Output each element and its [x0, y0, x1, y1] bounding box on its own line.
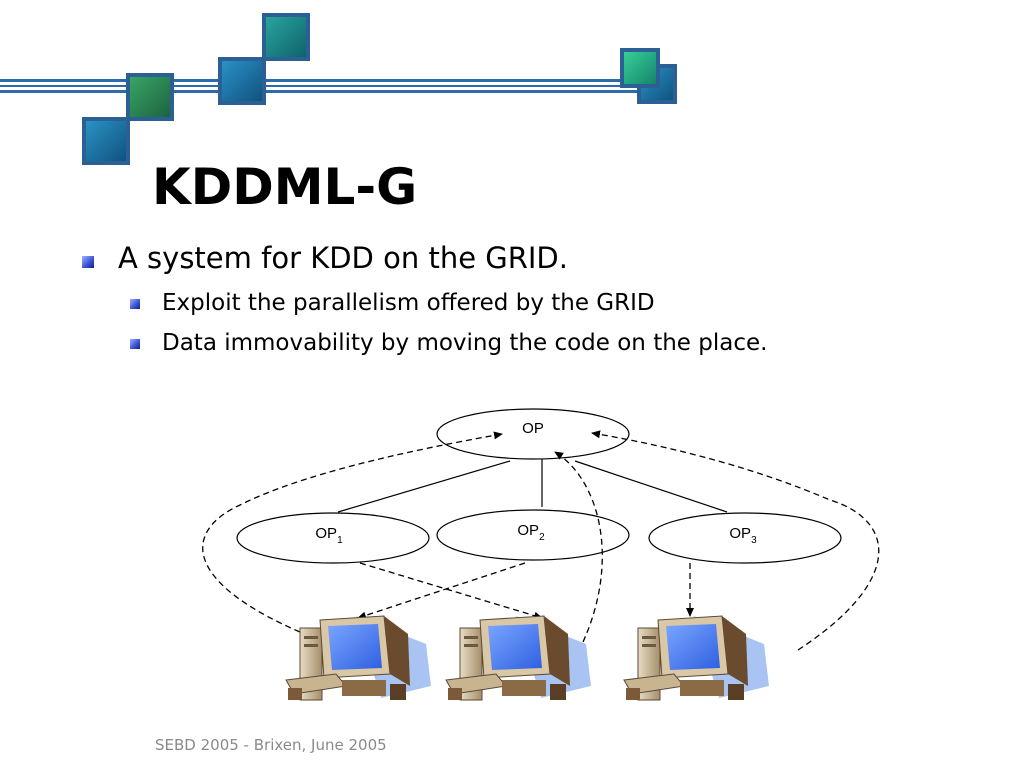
slide-title: KDDML-G	[152, 158, 418, 216]
bullet-level2: Exploit the parallelism offered by the G…	[162, 290, 655, 316]
header-decoration	[0, 13, 677, 165]
svg-text:OP3: OP3	[729, 525, 757, 546]
computer-icon	[285, 615, 432, 701]
bullet-marker-icon	[82, 256, 94, 268]
slide-footer: SEBD 2005 - Brixen, June 2005	[155, 736, 387, 754]
computer-icon	[623, 615, 770, 701]
bullet-marker-icon	[130, 339, 140, 349]
bullet-level1: A system for KDD on the GRID.	[118, 241, 568, 275]
svg-text:OP1: OP1	[315, 525, 343, 546]
decorative-lines	[0, 79, 660, 93]
child-subscript: 1	[337, 535, 343, 546]
tree-edges	[337, 455, 728, 513]
child-node-3: OP3	[648, 512, 842, 564]
child-node-1: OP1	[236, 512, 430, 564]
bullet-marker-icon	[130, 299, 140, 309]
computer-icon	[445, 615, 592, 701]
root-label: OP	[522, 420, 544, 437]
child-label: OP	[729, 525, 751, 542]
dashed-arrows	[202, 430, 880, 651]
decorative-squares	[82, 13, 677, 165]
child-subscript: 2	[539, 532, 545, 543]
svg-text:OP2: OP2	[517, 522, 545, 543]
bullet-level2: Data immovability by moving the code on …	[162, 330, 768, 356]
child-label: OP	[315, 525, 337, 542]
child-label: OP	[517, 522, 539, 539]
root-node: OP	[436, 408, 630, 460]
child-node-2: OP2	[436, 509, 630, 561]
child-subscript: 3	[751, 535, 757, 546]
